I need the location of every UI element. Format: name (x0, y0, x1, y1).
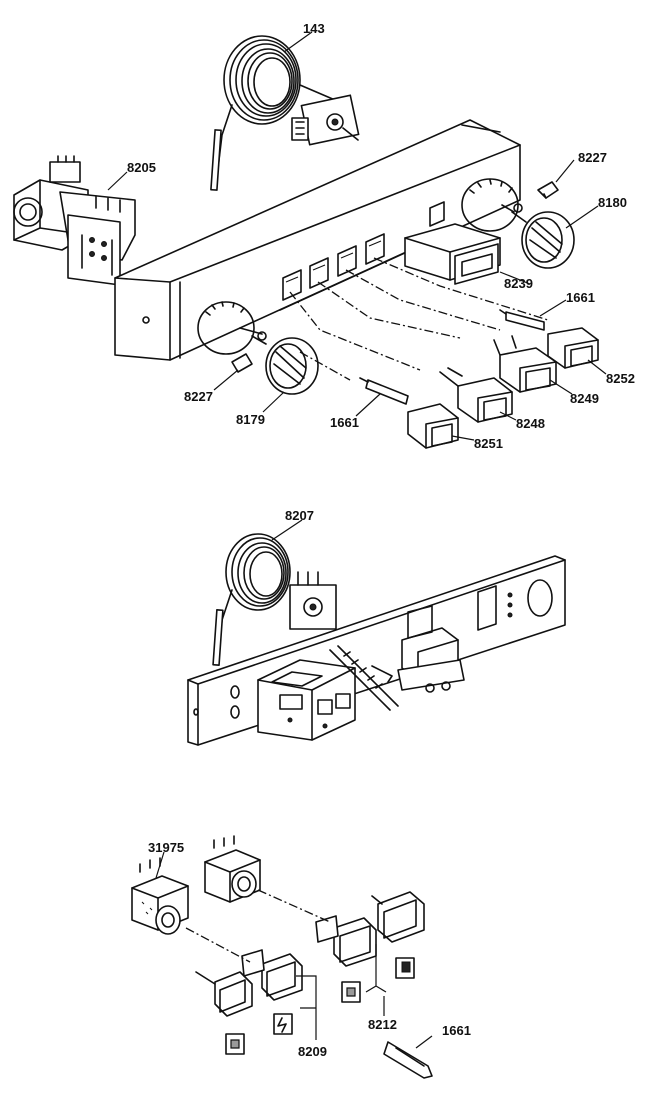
label-8207: 8207 (285, 508, 314, 523)
assembly-control-panel (13, 35, 599, 449)
rocker-switch-8249-icon (493, 335, 557, 393)
part-labels: 143 8205 8227 8180 8239 1661 8252 8249 8… (127, 21, 635, 1059)
bulb-1661-bottom-icon (383, 1041, 433, 1079)
selector-switch-8205-icon (13, 155, 136, 286)
label-1661-bottom: 1661 (442, 1023, 471, 1038)
button-cap-upper-right-icon (371, 891, 425, 943)
button-cap-8212-icon (315, 915, 377, 967)
thermostat-8207-icon (212, 533, 337, 666)
label-8227-left: 8227 (184, 389, 213, 404)
control-panel-housing-icon (114, 119, 521, 361)
relay-block-icon (257, 659, 356, 741)
indicator-lamp-8239-icon (404, 223, 501, 285)
bulb-1661-mid-icon (359, 377, 409, 405)
push-switch-31975-icon (131, 857, 189, 935)
rocker-switch-8248-icon (439, 367, 513, 423)
label-1661-mid: 1661 (330, 415, 359, 430)
bulb-1661-top-icon (499, 309, 545, 331)
label-31975: 31975 (148, 840, 184, 855)
label-8252: 8252 (606, 371, 635, 386)
label-1661-top: 1661 (566, 290, 595, 305)
lens-symbol-cards-icon (225, 957, 415, 1055)
rocker-switch-8251-icon (407, 403, 459, 449)
label-8239: 8239 (504, 276, 533, 291)
button-cap-lower-left-icon (195, 971, 253, 1017)
knob-8179-icon (251, 331, 319, 395)
knob-8180-icon (501, 203, 575, 269)
label-143: 143 (303, 21, 325, 36)
label-8251: 8251 (474, 436, 503, 451)
thermostat-143-icon (210, 35, 360, 191)
leader-lines (107, 31, 607, 1049)
assembly-rear-bracket (187, 533, 566, 746)
cable-icon (329, 645, 399, 711)
label-8209: 8209 (298, 1044, 327, 1059)
label-8179: 8179 (236, 412, 265, 427)
push-switch-upper-icon (204, 835, 261, 903)
label-8249: 8249 (570, 391, 599, 406)
clip-8227-left-icon (231, 353, 253, 373)
assembly-push-buttons (131, 835, 433, 1079)
label-8212: 8212 (368, 1017, 397, 1032)
clip-8227-top-icon (537, 181, 559, 199)
lamp-holder-icon (397, 605, 465, 693)
label-8248: 8248 (516, 416, 545, 431)
rocker-switch-8252-icon (547, 327, 599, 369)
mounting-bracket-icon (187, 555, 566, 746)
label-8180: 8180 (598, 195, 627, 210)
label-8227-top: 8227 (578, 150, 607, 165)
button-cap-8209-icon (241, 949, 303, 1001)
label-8205: 8205 (127, 160, 156, 175)
